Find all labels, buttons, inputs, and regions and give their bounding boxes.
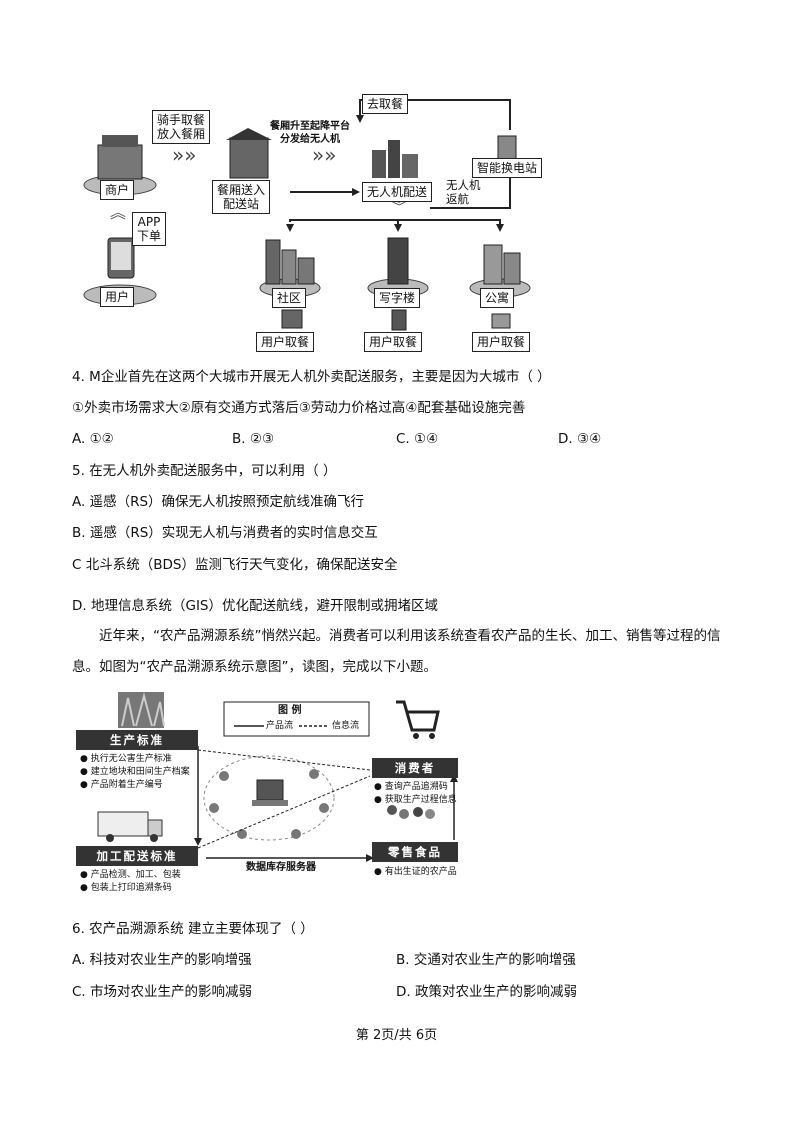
q6-stem: 6. 农产品溯源系统 建立主要体现了（ ） [72,921,314,937]
q6-option-d: D. 政策对农业生产的影响减弱 [396,984,577,1000]
q4-items: ①外卖市场需求大②原有交通方式落后③劳动力价格过高④配套基础设施完善 [72,400,526,416]
consumer-item-1: ● 查询产品追溯码 [374,782,448,792]
q4-stem: 4. M企业首先在这两个大城市开展无人机外卖配送服务，主要是因为大城市（ ） [72,369,551,385]
merchant-label: 商户 [100,180,135,200]
apartment-label: 公寓 [480,288,515,308]
legend-info-flow: 信息流 [332,721,360,731]
consumer-bar: 消费者 [372,758,458,778]
q5-option-d: D. 地理信息系统（GIS）优化配送航线，避开限制或拥堵区域 [72,598,438,614]
station-label: 餐厢送入 配送站 [212,180,271,214]
rider-label: 骑手取餐 放入餐厢 [152,110,211,144]
prod-item-3: ● 产品附着生产编号 [80,780,163,790]
legend-title: 图 例 [278,705,302,716]
svg-text:»»: »» [312,143,336,167]
production-standard-bar: 生产标准 [76,730,198,750]
pickup-label-community: 用户取餐 [256,332,315,352]
q4-option-a: A. ①② [72,431,114,447]
retail-bar: 零售食品 [372,842,458,862]
pickup-label-office: 用户取餐 [364,332,423,352]
svg-text:︽: ︽ [110,203,126,222]
office-label: 写字楼 [374,288,421,308]
svg-text:»»: »» [172,143,196,167]
drone-delivery-label: 无人机配送 [362,182,433,202]
retail-item-1: ● 有出生证的农产品 [374,867,457,877]
q6-option-b: B. 交通对农业生产的影响增强 [396,952,576,968]
proc-item-2: ● 包装上打印追溯条码 [80,883,172,893]
q4-option-c: C. ①④ [396,431,439,447]
lift-label: 餐厢升至起降平台 分发给无人机 [270,121,350,145]
q6-option-a: A. 科技对农业生产的影响增强 [72,952,252,968]
page-footer: 第 2页/共 6页 [355,1028,438,1043]
q5-stem: 5. 在无人机外卖配送服务中，可以利用（ ） [72,463,337,479]
legend-product-flow: 产品流 [266,721,294,731]
q4-option-d: D. ③④ [558,431,602,447]
drone-return-label: 无人机 返航 [446,178,481,206]
q5-option-c: C 北斗系统（BDS）监测飞行天气变化，确保配送安全 [72,557,398,573]
to-pickup-label: 去取餐 [362,94,409,114]
processing-standard-bar: 加工配送标准 [76,846,198,866]
intro-paragraph: 近年来，“农产品溯源系统”悄然兴起。消费者可以利用该系统查看农产品的生长、加工、… [72,628,721,675]
community-label: 社区 [272,288,307,308]
server-label: 数据库存服务器 [246,862,316,873]
battery-station-label: 智能换电站 [472,158,543,178]
q6-option-c: C. 市场对农业生产的影响减弱 [72,984,253,1000]
q4-option-b: B. ②③ [232,431,275,447]
app-order-label: APP 下单 [132,212,167,246]
drone-delivery-diagram: »» »» ︽ ︾ 商户 骑手取餐 放入餐厢 APP 下单 用户 去取餐 餐厢升… [80,90,560,360]
consumer-item-2: ● 获取生产过程信息 [374,795,457,805]
user-label: 用户 [100,287,135,307]
pickup-label-apartment: 用户取餐 [472,332,531,352]
prod-item-2: ● 建立地块和田间生产档案 [80,767,190,777]
diagram2-graphics [97,692,458,862]
traceability-diagram: 图 例 产品流 信息流 生产标准 ● 执行无公害生产标准 ● 建立地块和田间生产… [74,690,464,898]
proc-item-1: ● 产品检测、加工、包装 [80,870,181,880]
q5-option-a: A. 遥感（RS）确保无人机按照预定航线准确飞行 [72,494,365,510]
prod-item-1: ● 执行无公害生产标准 [80,754,172,764]
q5-option-b: B. 遥感（RS）实现无人机与消费者的实时信息交互 [72,525,378,541]
